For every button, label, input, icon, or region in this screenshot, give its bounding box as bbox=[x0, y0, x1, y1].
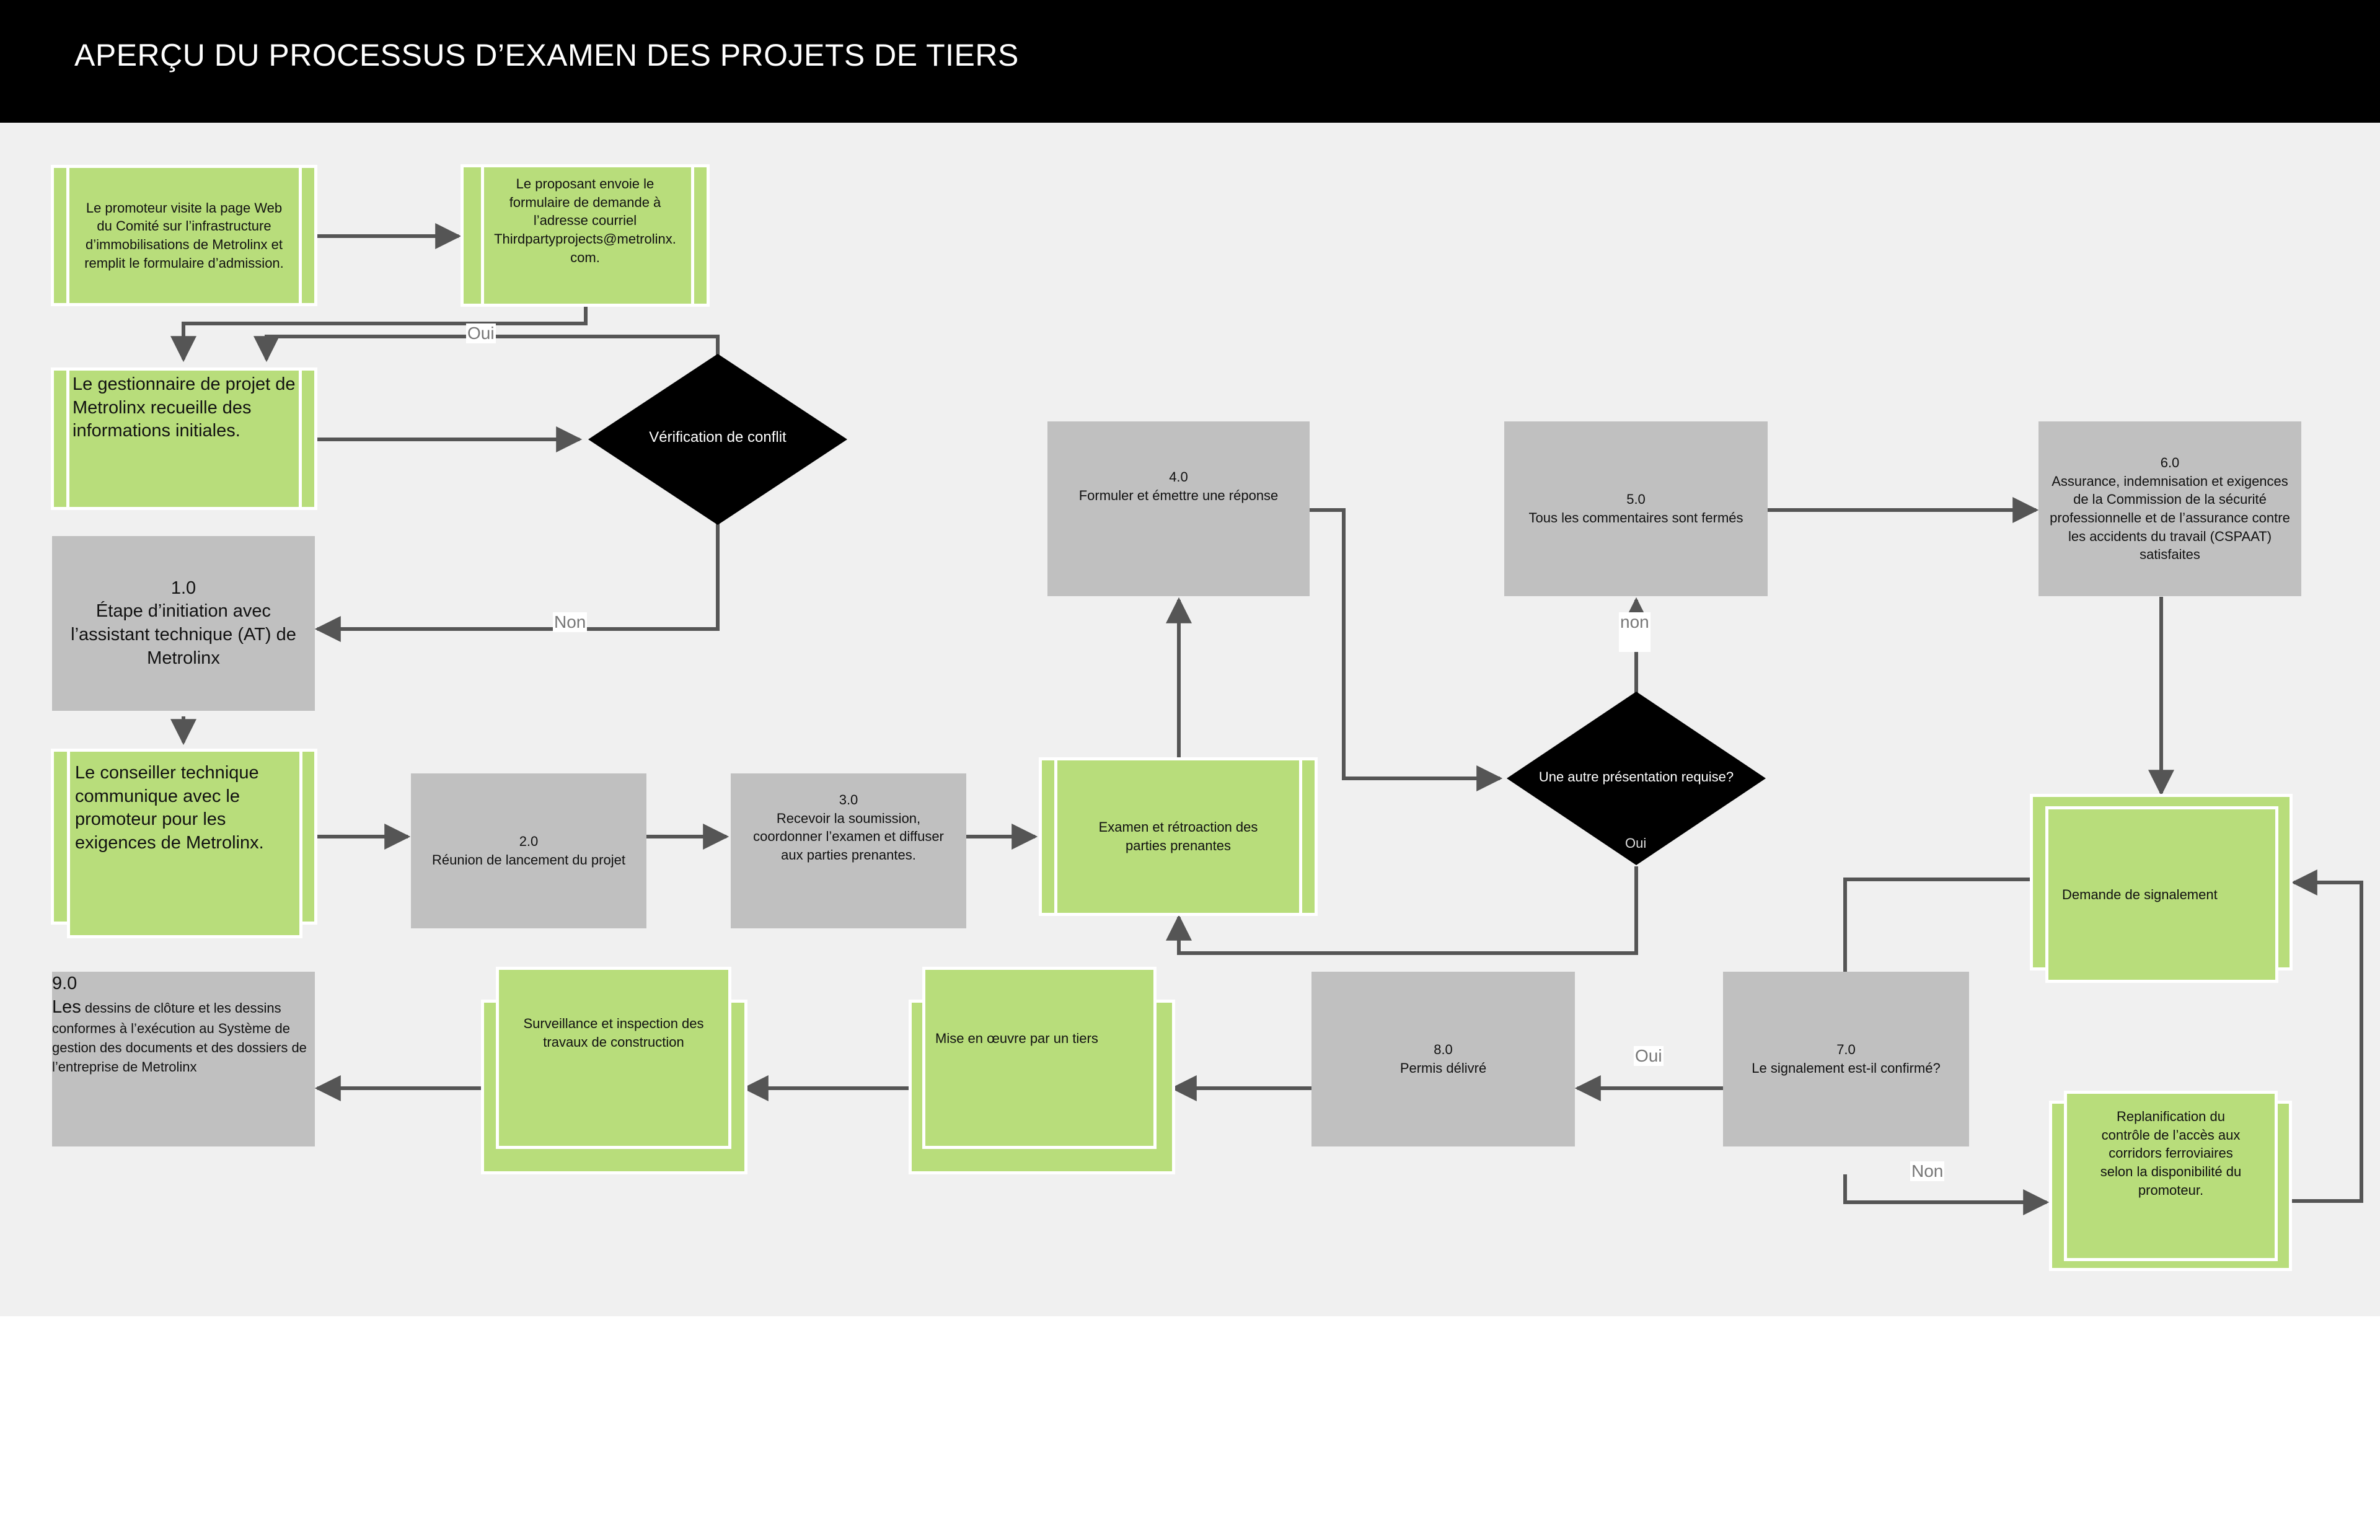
label-oui-diamond: Oui bbox=[1624, 835, 1648, 851]
node-step-5: 5.0 Tous les commentaires sont fermés bbox=[1504, 421, 1768, 596]
node-replanning: Replanification du contrôle de l’accès a… bbox=[2064, 1091, 2278, 1261]
node-step-7: 7.0 Le signalement est-il confirmé? bbox=[1723, 972, 1969, 1146]
connector-diamond-oui-to-review bbox=[1166, 866, 1638, 955]
conflict-check-diamond bbox=[588, 354, 847, 525]
node-flagging-request: Demande de signalement bbox=[2045, 806, 2278, 983]
node-visit-web-page: Le promoteur visite la page Web du Comit… bbox=[51, 165, 317, 306]
node-step-2-text: 2.0 Réunion de lancement du projet bbox=[432, 834, 625, 868]
connector-conflict-non-to-step1 bbox=[314, 524, 720, 642]
connector-send-to-collect bbox=[170, 304, 588, 363]
node-advisor-communicates: Le conseiller technique communique avec … bbox=[67, 749, 302, 938]
node-step-2: 2.0 Réunion de lancement du projet bbox=[411, 773, 646, 928]
node-step-5-text: 5.0 Tous les commentaires sont fermés bbox=[1528, 491, 1743, 526]
node-replanning-text: Replanification du contrôle de l’accès a… bbox=[2100, 1109, 2242, 1198]
another-submission-diamond bbox=[1507, 692, 1766, 865]
header-bar: APERÇU DU PROCESSUS D’EXAMEN DES PROJETS… bbox=[0, 0, 2380, 123]
node-step-1-text: 1.0 Étape d’initiation avec l’assistant … bbox=[71, 578, 296, 668]
connector-step7-non-to-replanning bbox=[1843, 1174, 2050, 1215]
node-step-3-text: 3.0 Recevoir la soumission, coordonner l… bbox=[753, 792, 944, 863]
node-step-9: 9.0 Les dessins de clôture et les dessin… bbox=[52, 972, 315, 1146]
another-submission-label: Une autre présentation requise? bbox=[1538, 769, 1734, 785]
node-step-6-text: 6.0 Assurance, indemnisation et exigence… bbox=[2050, 454, 2290, 563]
connectors-layer bbox=[170, 223, 2363, 1215]
node-step-4: 4.0 Formuler et émettre une réponse bbox=[1047, 421, 1310, 596]
label-oui-step8: Oui bbox=[1634, 1046, 1664, 1066]
node-step-7-text: 7.0 Le signalement est-il confirmé? bbox=[1752, 1042, 1941, 1076]
node-step-9-number: 9.0 bbox=[52, 974, 77, 993]
node-step-9-text: dessins de clôture et les dessins confor… bbox=[52, 1000, 307, 1075]
node-collect-initial-info: Le gestionnaire de projet de Metrolinx r… bbox=[51, 367, 317, 510]
conflict-check-label: Vérification de conflit bbox=[649, 429, 787, 446]
node-advisor-communicates-text: Le conseiller technique communique avec … bbox=[75, 763, 264, 853]
label-non-step7: Non bbox=[1910, 1161, 1945, 1181]
node-step-6: 6.0 Assurance, indemnisation et exigence… bbox=[2038, 421, 2301, 596]
label-oui-top: Oui bbox=[466, 323, 496, 343]
node-step-8: 8.0 Permis délivré bbox=[1311, 972, 1575, 1146]
node-send-request-form: Le proposant envoie le formulaire de dem… bbox=[461, 164, 710, 307]
node-step-1: 1.0 Étape d’initiation avec l’assistant … bbox=[52, 536, 315, 711]
node-visit-web-page-text: Le promoteur visite la page Web du Comit… bbox=[84, 200, 284, 271]
node-construction-monitoring: Surveillance et inspection des travaux d… bbox=[496, 967, 731, 1149]
label-non-conflict: Non bbox=[553, 612, 588, 632]
node-step-9-first-word: Les bbox=[52, 997, 81, 1017]
node-flagging-request-text: Demande de signalement bbox=[2062, 886, 2218, 902]
node-step-9-body: Les dessins de clôture et les dessins co… bbox=[52, 995, 315, 1077]
flowchart-canvas: Le promoteur visite la page Web du Comit… bbox=[0, 123, 2380, 1316]
node-send-request-form-text: Le proposant envoie le formulaire de dem… bbox=[494, 176, 676, 265]
label-non-step5: non bbox=[1619, 612, 1651, 652]
page-title: APERÇU DU PROCESSUS D’EXAMEN DES PROJETS… bbox=[74, 38, 1019, 73]
connector-replanning-to-flagging bbox=[2291, 869, 2363, 1203]
node-third-party-impl: Mise en œuvre par un tiers bbox=[922, 967, 1157, 1149]
node-collect-initial-info-text: Le gestionnaire de projet de Metrolinx r… bbox=[73, 374, 296, 441]
connector-step4-to-diamond bbox=[1310, 508, 1503, 791]
connector-step7-to-flagging bbox=[1843, 878, 2032, 972]
node-step-4-text: 4.0 Formuler et émettre une réponse bbox=[1078, 469, 1279, 503]
node-stakeholder-review: Examen et rétroaction des parties prenan… bbox=[1039, 757, 1318, 916]
node-construction-monitoring-text: Surveillance et inspection des travaux d… bbox=[523, 1016, 704, 1050]
node-stakeholder-review-text: Examen et rétroaction des parties prenan… bbox=[1098, 819, 1258, 853]
node-third-party-impl-text: Mise en œuvre par un tiers bbox=[935, 1031, 1098, 1046]
node-step-8-text: 8.0 Permis délivré bbox=[1399, 1042, 1487, 1076]
node-step-3: 3.0 Recevoir la soumission, coordonner l… bbox=[731, 773, 966, 928]
